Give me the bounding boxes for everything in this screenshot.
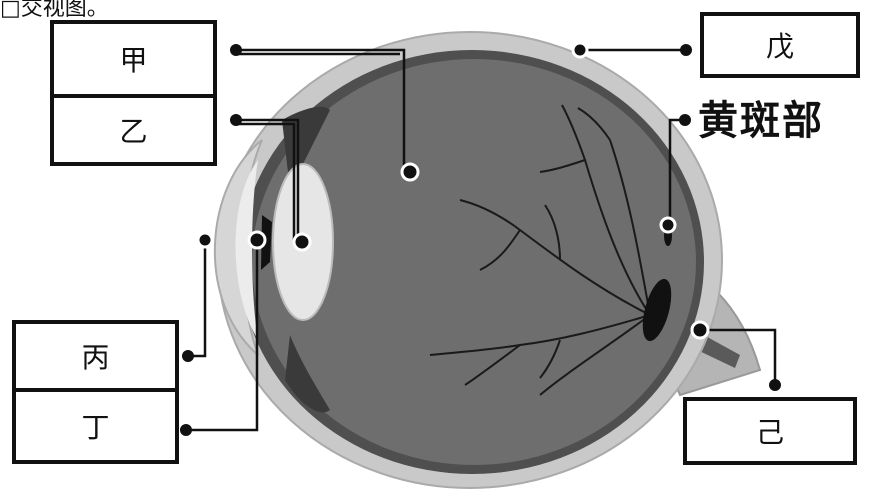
label-bing: 丙 bbox=[81, 336, 109, 376]
marker-yi-end bbox=[230, 114, 242, 126]
label-box-bing: 丙 bbox=[12, 320, 179, 392]
marker-ji-end bbox=[769, 379, 781, 391]
label-wu: 戊 bbox=[766, 25, 794, 65]
marker-wu-eye bbox=[573, 43, 587, 57]
label-box-wu: 戊 bbox=[700, 12, 860, 78]
marker-ding-eye bbox=[249, 232, 265, 248]
label-ji: 己 bbox=[756, 411, 784, 451]
marker-jia-eye bbox=[402, 164, 418, 180]
marker-wu-end bbox=[680, 44, 692, 56]
macula-label: 黄斑部 bbox=[698, 88, 824, 146]
marker-jia-end bbox=[230, 44, 242, 56]
label-box-yi: 乙 bbox=[50, 94, 217, 166]
label-box-ding: 丁 bbox=[12, 388, 179, 464]
leader-bing bbox=[188, 240, 205, 356]
label-ding: 丁 bbox=[81, 406, 109, 446]
marker-ji-eye bbox=[692, 322, 708, 338]
marker-bing-eye bbox=[198, 233, 212, 247]
label-box-jia: 甲 bbox=[50, 20, 217, 98]
label-yi: 乙 bbox=[119, 110, 147, 150]
marker-bing-end bbox=[182, 350, 194, 362]
label-box-ji: 己 bbox=[683, 397, 857, 465]
marker-macula-eye bbox=[661, 218, 675, 232]
label-jia: 甲 bbox=[119, 39, 147, 79]
marker-yi-eye bbox=[294, 234, 310, 250]
marker-macula-end bbox=[679, 114, 691, 126]
marker-ding-end bbox=[180, 424, 192, 436]
